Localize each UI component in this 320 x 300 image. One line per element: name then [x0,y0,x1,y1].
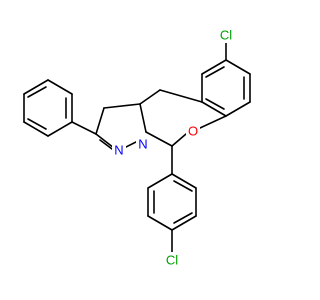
structure-drawing: Cl O N N Cl [23,27,251,268]
nitrogen-label: N [138,137,147,152]
bond [199,115,227,129]
atom-cl-bottom: Cl [161,252,183,268]
bond [145,131,173,147]
bond [201,101,227,117]
bond-double [173,180,193,192]
molecule-diagram: Cl O N N Cl [23,27,251,268]
label-background [161,252,183,268]
atom-n-imine: N [112,142,126,158]
bond-double [27,118,47,130]
bond [171,173,197,189]
bond [201,59,227,75]
bond [171,215,197,231]
bond [103,103,141,109]
bond [147,215,173,231]
chlorine-label: Cl [220,28,232,43]
label-background [186,123,200,139]
bond-double [205,98,225,110]
label-background [136,136,150,152]
bond [95,133,115,149]
bonds [23,39,251,255]
label-background [215,27,237,43]
bond [47,79,73,95]
label-background [112,142,126,158]
bond [139,103,147,133]
bond [47,121,73,137]
atom-labels: Cl O N N Cl [112,27,237,268]
bond [23,121,49,137]
bond [159,89,203,103]
atom-n-ring: N [136,136,150,152]
bond [139,89,161,105]
bond [225,101,251,117]
chlorine-label: Cl [166,253,178,268]
bond-double [27,86,47,98]
bond-double [99,139,113,150]
atom-cl-top: Cl [215,27,237,43]
bond [71,121,97,135]
bond [23,79,49,95]
bond [147,173,173,189]
bond [95,107,105,135]
bond-double [205,66,225,78]
oxygen-label: O [188,124,198,139]
bond [171,133,187,147]
atom-o-ring: O [186,123,200,139]
bond-double [173,212,193,224]
nitrogen-label: N [114,143,123,158]
bond [225,59,251,75]
